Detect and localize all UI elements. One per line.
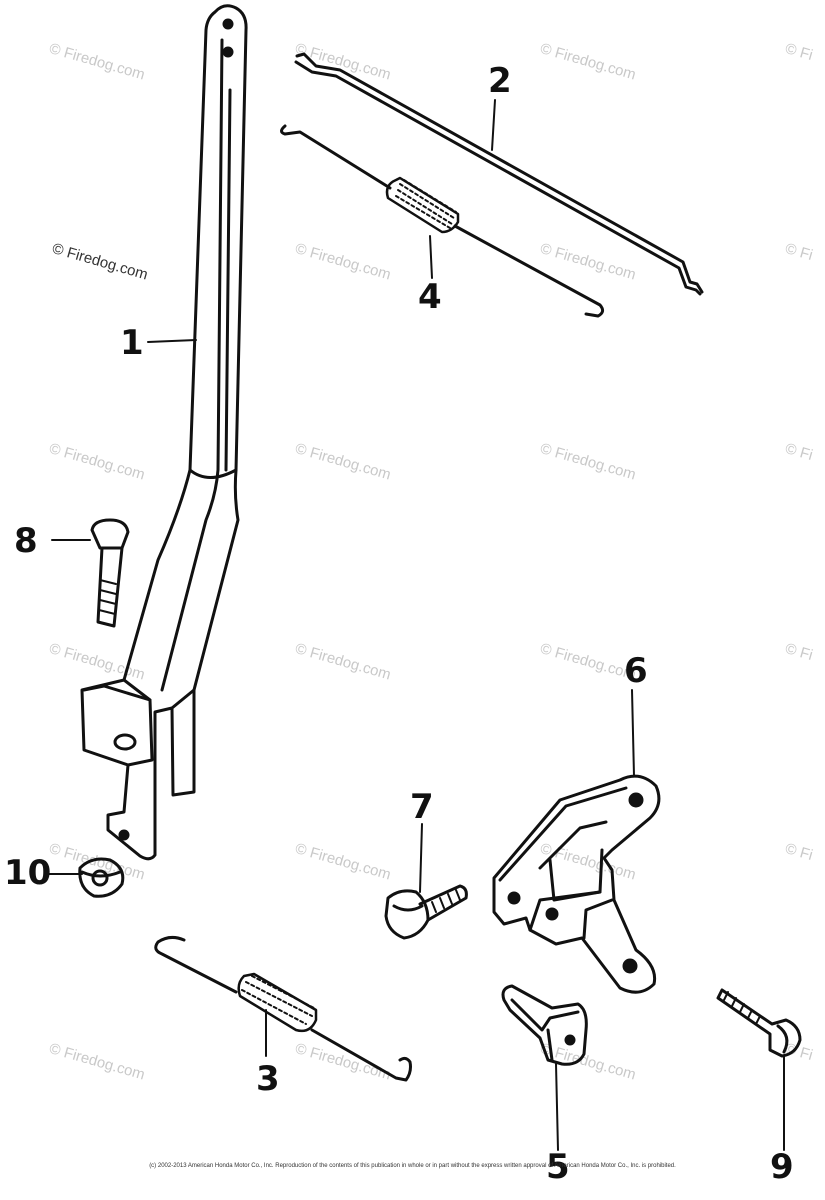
part-7-bolt — [384, 884, 468, 940]
callout-1: 1 — [120, 323, 144, 363]
part-9-screw — [716, 988, 802, 1058]
callout-2: 2 — [488, 61, 512, 101]
part-8-bolt — [90, 518, 130, 628]
part-1-lever-arm — [80, 4, 248, 861]
copyright-footer: (c) 2002-2013 American Honda Motor Co., … — [149, 1163, 676, 1169]
part-3-spring — [154, 935, 412, 1082]
part-4-spring — [280, 124, 605, 318]
callout-3: 3 — [256, 1059, 280, 1099]
callout-10: 10 — [4, 853, 52, 893]
part-6-bracket — [492, 774, 661, 994]
part-2-rod — [294, 52, 704, 296]
callout-6: 6 — [624, 651, 648, 691]
callout-5: 5 — [546, 1147, 570, 1187]
callout-7: 7 — [410, 787, 434, 827]
callout-9: 9 — [770, 1147, 794, 1187]
callout-8: 8 — [14, 521, 38, 561]
part-10-nut — [78, 857, 125, 898]
part-5-clip — [501, 984, 588, 1066]
leader-lines — [45, 99, 785, 1151]
callout-4: 4 — [418, 277, 442, 317]
